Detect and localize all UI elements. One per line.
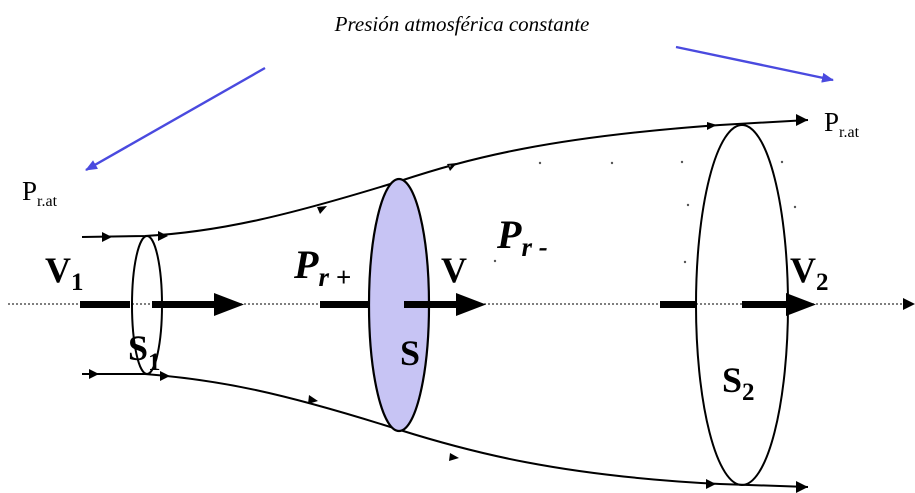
velocity-arrows xyxy=(80,293,816,316)
upper-streamline xyxy=(81,119,809,238)
section-s1-label: S1 xyxy=(128,328,161,376)
section-s-label: S xyxy=(400,333,420,373)
pressure-r-plus-label: Pr + xyxy=(293,242,351,292)
diagram-title: Presión atmosférica constante xyxy=(334,12,590,36)
velocity-v2-label: V2 xyxy=(790,250,829,296)
lower-streamline xyxy=(82,373,809,488)
right-pressure-pointer-arrow xyxy=(675,45,834,83)
atmospheric-pressure-right-label: Pr.at xyxy=(824,107,860,141)
section-s2-label: S2 xyxy=(722,360,755,406)
flow-axis-arrowhead xyxy=(903,298,915,310)
velocity-v1-label: V1 xyxy=(45,250,84,296)
flow-region-dots xyxy=(448,160,797,264)
atmospheric-pressure-left-label: Pr.at xyxy=(22,176,58,210)
pressure-r-minus-label: Pr - xyxy=(496,212,548,262)
left-pressure-pointer-arrow xyxy=(85,66,266,172)
velocity-v-label: V xyxy=(441,250,467,290)
